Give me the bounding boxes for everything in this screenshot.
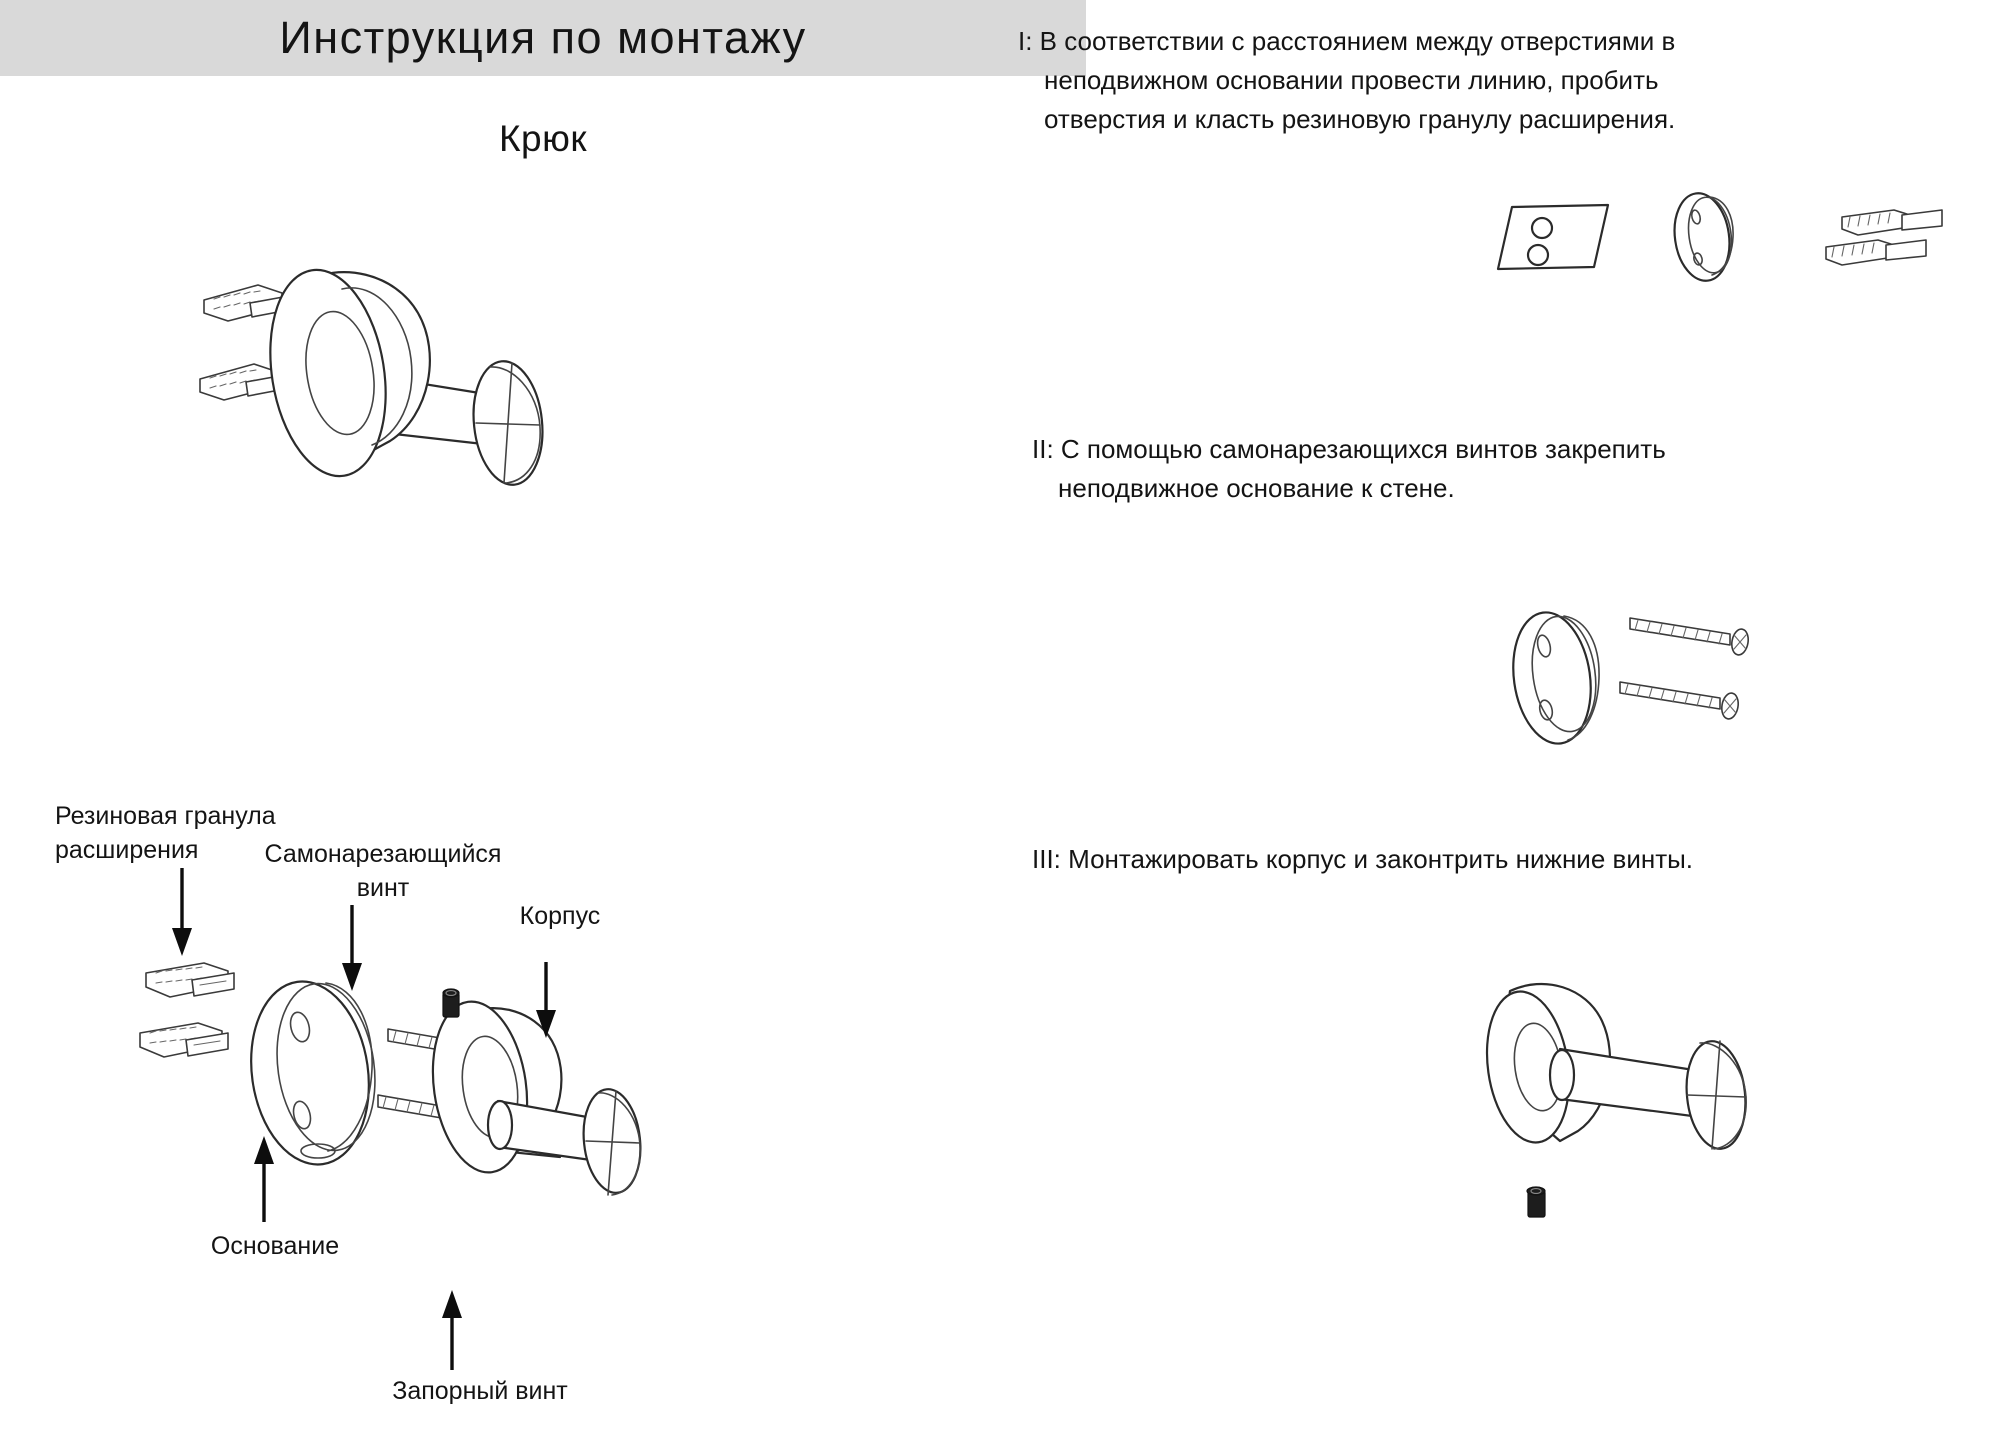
- anchor-plug-icon: [1825, 239, 1927, 266]
- step-2-text: II: С помощью самонарезающихся винтов за…: [1032, 430, 1972, 508]
- step-1-line-1: I: В соответствии с расстоянием между от…: [1018, 26, 1676, 56]
- lock-screw-icon: [1526, 1186, 1546, 1218]
- anchor-plug-icon: [1841, 209, 1943, 236]
- step-1-line-2: неподвижном основании провести линию, пр…: [1044, 65, 1659, 95]
- step-1-parts-icon: [1496, 192, 1943, 282]
- anchor-plug-icon: [145, 962, 235, 998]
- self-tapping-screw-icon: [1629, 617, 1749, 656]
- step-3-line-1: III: Монтажировать корпус и законтрить н…: [1032, 844, 1694, 874]
- end-cap-icon: [1685, 1040, 1747, 1150]
- end-cap-icon: [472, 360, 544, 486]
- exploded-view-icon: [139, 962, 642, 1196]
- anchor-plug-icon: [139, 1022, 229, 1058]
- arrow-up-icon: [254, 1136, 274, 1222]
- label-body: Корпус: [519, 902, 601, 930]
- arrow-down-icon: [172, 868, 192, 956]
- arrow-up-icon: [442, 1290, 462, 1370]
- label-anchor: Резиновая гранула расширения: [55, 802, 276, 864]
- wall-plate-icon: [1496, 203, 1610, 271]
- base-ring-icon: [1512, 611, 1600, 745]
- page-title: Инструкция по монтажу: [279, 12, 807, 63]
- label-base: Основание: [210, 1232, 340, 1260]
- step-1-text: I: В соответствии с расстоянием между от…: [1018, 22, 1973, 139]
- arrow-down-icon: [342, 905, 362, 991]
- left-callout-arrows: [172, 868, 556, 1370]
- product-name: Крюк: [498, 118, 588, 159]
- lock-screw-part: [436, 985, 466, 1021]
- step-3-illustration: [1470, 975, 1870, 1255]
- step-2-parts-icon: [1512, 611, 1749, 745]
- arrow-down-icon: [536, 962, 556, 1038]
- hook-assembly-icon: [199, 268, 544, 486]
- hook-body-icon: [431, 1000, 642, 1196]
- step-2-illustration: [1480, 600, 1900, 760]
- exploded-view-illustration: [130, 955, 670, 1275]
- step-2-line-2: неподвижное основание к стене.: [1058, 473, 1455, 503]
- step-3-text: III: Монтажировать корпус и законтрить н…: [1032, 840, 1992, 879]
- wall-plate-icon: [269, 268, 431, 478]
- lock-screw-icon: [442, 988, 460, 1018]
- step-1-illustration: [1490, 165, 1970, 282]
- base-ring-icon: [250, 980, 376, 1166]
- hook-shaft-icon: [1548, 1047, 1702, 1119]
- step-2-line-1: II: С помощью самонарезающихся винтов за…: [1032, 434, 1666, 464]
- hook-assembly-illustration: [190, 255, 610, 515]
- self-tapping-screw-icon: [1619, 681, 1739, 720]
- anchor-plug-icon: [203, 284, 295, 322]
- title-banner: [0, 0, 1086, 76]
- base-ring-icon: [1673, 192, 1734, 282]
- step-3-assembly-icon: [1485, 982, 1747, 1218]
- step-1-line-3: отверстия и класть резиновую гранулу рас…: [1044, 104, 1676, 134]
- label-screw: Самонарезающийся винт: [264, 840, 502, 902]
- label-lock-screw: Запорный винт: [392, 1377, 568, 1405]
